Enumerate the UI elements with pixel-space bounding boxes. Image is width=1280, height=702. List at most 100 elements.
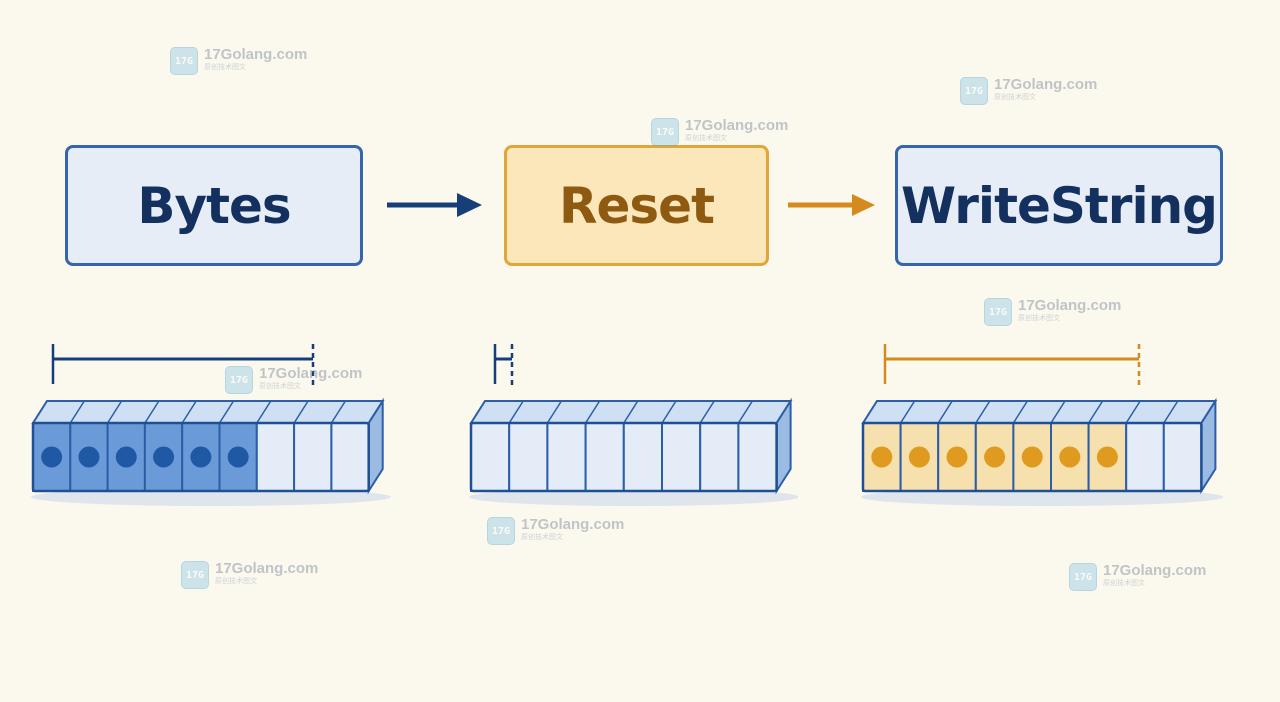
watermark-logo-icon: 17G (225, 366, 253, 394)
arrow-bytes-to-reset (387, 193, 482, 217)
byte-dot (908, 446, 930, 468)
buffer-cell-divider (1125, 400, 1141, 424)
watermark-sub: 原创技术图文 (994, 93, 1036, 101)
watermark-sub: 原创技术图文 (685, 134, 727, 142)
byte-dot (153, 446, 175, 468)
buffer-cell (737, 422, 778, 492)
buffer-cell-divider (368, 400, 384, 424)
buffer-cell-divider (181, 400, 197, 424)
buffer-cell-divider (1163, 400, 1179, 424)
buffer-cell-divider (508, 400, 524, 424)
watermark-site: 17Golang.com (521, 516, 625, 533)
watermark-sub: 原创技术图文 (521, 533, 563, 541)
watermark-sub: 原创技术图文 (1018, 314, 1060, 322)
buffer-outline (31, 421, 370, 493)
buffer-cell-divider (256, 400, 272, 424)
buffer-cell-divider (293, 400, 309, 424)
buffer-cell-divider (1200, 400, 1217, 424)
byte-dot (1096, 446, 1118, 468)
arrow-reset-to-writestring (788, 194, 875, 216)
buffer-top-face (31, 400, 385, 424)
buffer-cell (584, 422, 625, 492)
buffer-bytes (31, 397, 391, 506)
buffer-cell (143, 422, 184, 492)
watermark-logo-icon: 17G (181, 561, 209, 589)
buffer-outline (861, 421, 1203, 493)
watermark-site: 17Golang.com (994, 76, 1098, 93)
buffer-cell-divider (144, 400, 160, 424)
byte-dot (78, 446, 100, 468)
buffer-cell-divider (106, 400, 123, 424)
buffer-cell (330, 422, 370, 492)
watermark-logo-icon: 17G (170, 47, 198, 75)
byte-dot (41, 446, 63, 468)
watermark-sub: 原创技术图文 (259, 382, 301, 390)
step-writestring: WriteString (895, 145, 1223, 266)
buffer-cell-divider (661, 400, 677, 424)
buffer-cell-divider (1087, 400, 1104, 424)
byte-dot (115, 446, 137, 468)
watermark-site: 17Golang.com (685, 117, 789, 134)
buffer-cell (255, 422, 296, 492)
watermark-logo-icon: 17G (960, 77, 988, 105)
buffer-cell-divider (546, 400, 563, 424)
buffer-cell (622, 422, 664, 492)
buffer-cell-divider (899, 400, 916, 424)
buffer-cell (699, 422, 740, 492)
watermark-sub: 原创技术图文 (215, 577, 257, 585)
buffer-cell-divider (1012, 400, 1029, 424)
length-marker-bytes (51, 344, 315, 388)
buffer-cell-divider (218, 400, 235, 424)
buffer-cell (508, 422, 549, 492)
step-bytes: Bytes (65, 145, 363, 266)
buffer-cell-divider (775, 400, 792, 424)
buffer-cell (293, 422, 333, 492)
buffer-cell-divider (737, 400, 754, 424)
buffer-cell-divider (1050, 400, 1066, 424)
byte-dot (946, 446, 968, 468)
watermark-logo-icon: 17G (651, 118, 679, 146)
buffer-shadow (31, 488, 391, 506)
buffer-cell (1125, 422, 1165, 492)
step-reset: Reset (504, 145, 769, 266)
length-marker-reset (493, 344, 514, 388)
length-marker-writestring (883, 344, 1141, 388)
watermark-logo-icon: 17G (487, 517, 515, 545)
watermark-sub: 原创技术图文 (204, 63, 246, 71)
buffer-writestring (861, 397, 1224, 506)
byte-dot (190, 446, 212, 468)
buffer-cell (470, 422, 511, 492)
byte-dot (871, 446, 893, 468)
watermark-logo-icon: 17G (1069, 563, 1097, 591)
byte-dot (984, 446, 1006, 468)
buffer-cell-divider (699, 400, 715, 424)
byte-dot (1021, 446, 1043, 468)
buffer-cell-divider (69, 400, 85, 424)
buffer-cell-divider (975, 400, 991, 424)
watermark-sub: 原创技术图文 (1103, 579, 1145, 587)
watermark-site: 17Golang.com (215, 560, 319, 577)
buffer-reset (469, 397, 799, 506)
buffer-cell (661, 422, 702, 492)
buffer-cell (546, 422, 587, 492)
byte-dot (227, 446, 249, 468)
buffer-cell-divider (623, 400, 639, 424)
watermark-site: 17Golang.com (204, 46, 308, 63)
buffer-outline (469, 421, 778, 493)
byte-dot (1059, 446, 1081, 468)
buffer-cell-divider (330, 400, 347, 424)
watermark-site: 17Golang.com (1103, 562, 1207, 579)
watermark-logo-icon: 17G (984, 298, 1012, 326)
buffer-cell-divider (937, 400, 953, 424)
watermark-site: 17Golang.com (1018, 297, 1122, 314)
buffer-cell-divider (584, 400, 601, 424)
buffer-cell (1162, 422, 1203, 492)
buffer-top-face (861, 400, 1218, 424)
